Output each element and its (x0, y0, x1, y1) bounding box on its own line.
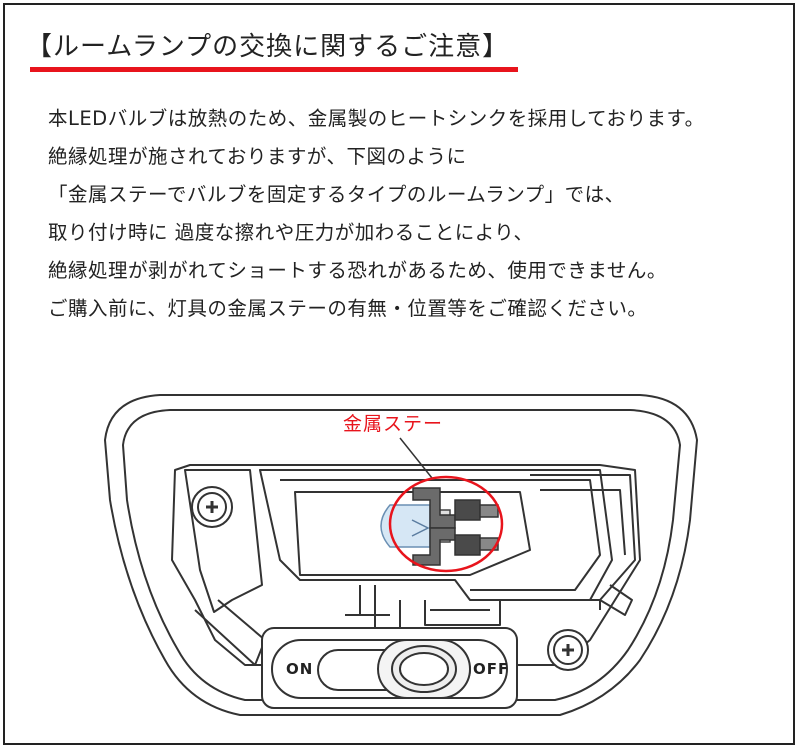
notice-line: 本LEDバルブは放熱のため、金属製のヒートシンクを採用しております。 (48, 107, 705, 130)
metal-stay-icon (412, 487, 499, 566)
on-off-switch (261, 627, 518, 709)
lamp-housing-outer (104, 394, 698, 716)
screw-right-icon (547, 629, 589, 671)
switch-on-label: ON (286, 660, 314, 678)
notice-line: 「金属ステーでバルブを固定するタイプのルームランプ」では、 (48, 183, 625, 206)
title-underline (30, 67, 518, 72)
switch-off-label: OFF (473, 660, 510, 678)
lamp-base-panel (171, 464, 641, 666)
notice-line: 絶縁処理が剥がれてショートする恐れがあるため、使用できません。 (48, 259, 667, 282)
bulb-recess (259, 469, 613, 601)
notice-line: 取り付け時に 過度な擦れや圧力が加わることにより、 (48, 221, 534, 244)
notice-line: ご購入前に、灯具の金属ステーの有無・位置等をご確認ください。 (48, 297, 648, 320)
metal-stay-label: 金属ステー (343, 413, 444, 435)
room-lamp-diagram (104, 394, 698, 716)
screw-left-icon (191, 486, 233, 528)
outer-frame (3, 3, 795, 745)
callout-leader (399, 437, 433, 479)
callout-circle (388, 475, 504, 573)
page-title: 【ルームランプの交換に関するご注意】 (26, 32, 510, 62)
notice-body: 本LEDバルブは放熱のため、金属製のヒートシンクを採用しております。 絶縁処理が… (48, 100, 768, 328)
notice-line: 絶縁処理が施されておりますが、下図のように (48, 145, 467, 168)
